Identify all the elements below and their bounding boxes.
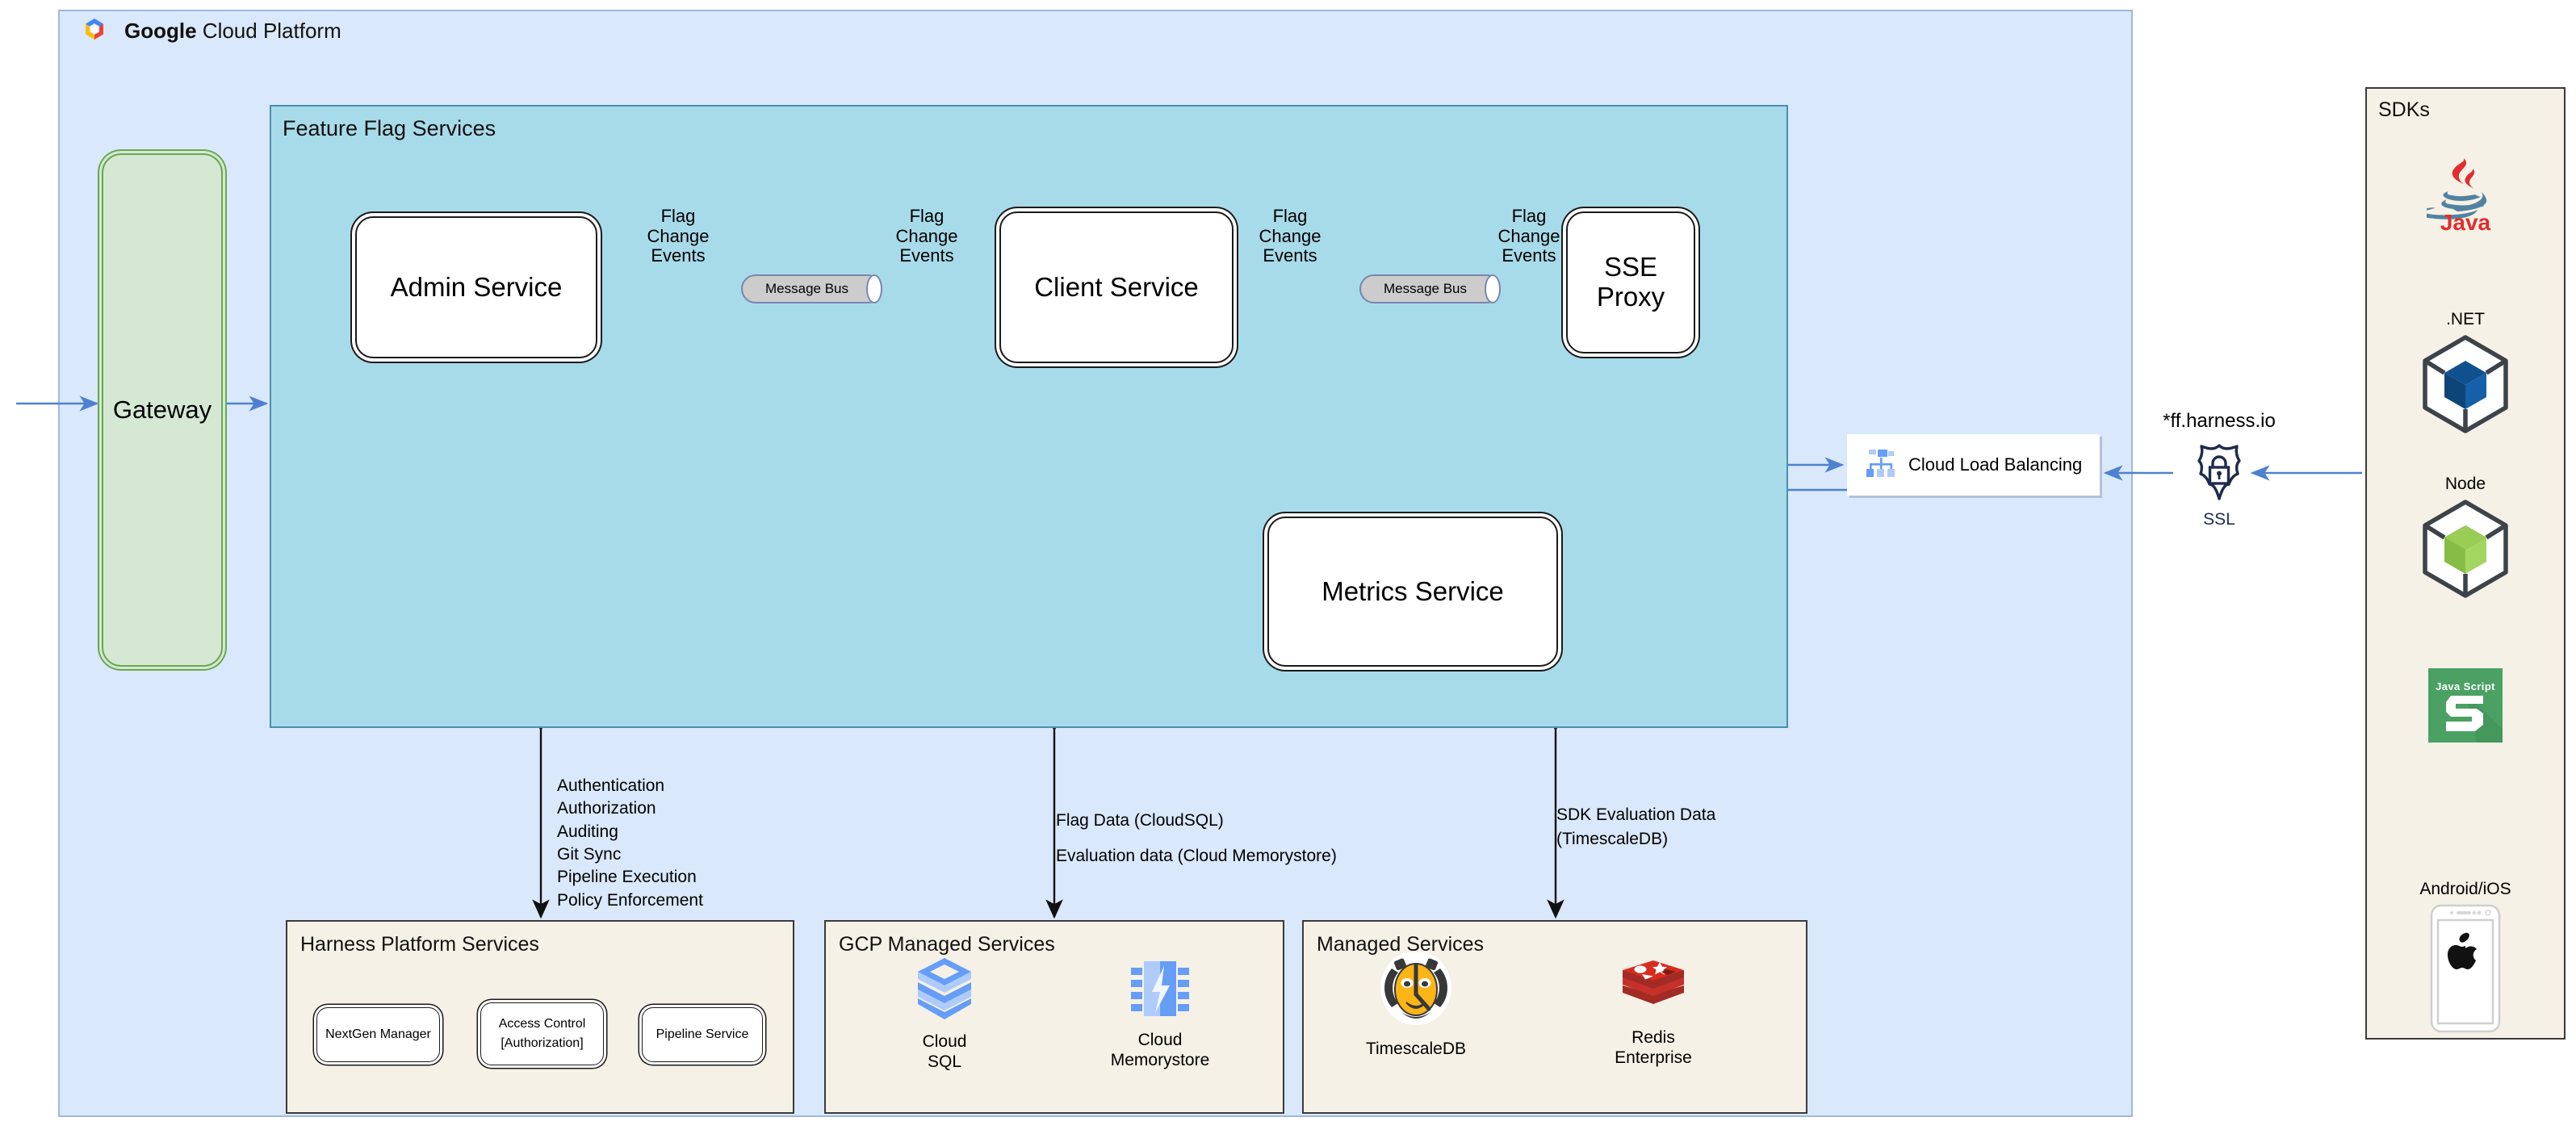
edge-label-flag-change-events-1: Flag Change Events bbox=[647, 206, 710, 266]
cloud-load-balancing-icon bbox=[1865, 449, 1897, 482]
message-bus-node-1[interactable]: Message Bus bbox=[741, 274, 882, 303]
sdk-item-java[interactable]: Java bbox=[2365, 155, 2566, 236]
sdk-mobile-label: Android/iOS bbox=[2419, 880, 2511, 898]
access-control-node[interactable]: Access Control [Authorization] bbox=[480, 1002, 604, 1065]
admin-service-node[interactable]: Admin Service bbox=[355, 216, 597, 358]
cloud-load-balancing-card[interactable]: Cloud Load Balancing bbox=[1847, 434, 2100, 496]
edge-label-flag-change-events-4: Flag Change Events bbox=[1497, 206, 1560, 266]
cloud-load-balancing-label: Cloud Load Balancing bbox=[1908, 454, 2083, 475]
metrics-service-label: Metrics Service bbox=[1322, 575, 1504, 606]
gateway-node[interactable]: Gateway bbox=[102, 153, 223, 667]
sse-proxy-node[interactable]: SSE Proxy bbox=[1566, 211, 1695, 354]
admin-service-label: Admin Service bbox=[390, 271, 563, 302]
feature-flag-services-panel bbox=[270, 105, 1788, 728]
annotation-platform-services: Authentication Authorization Auditing Gi… bbox=[557, 776, 703, 910]
gcp-managed-services-panel: GCP Managed Services bbox=[824, 920, 1284, 1114]
nextgen-manager-label: NextGen Manager bbox=[325, 1027, 431, 1041]
client-service-label: Client Service bbox=[1034, 271, 1199, 302]
gcp-managed-services-title: GCP Managed Services bbox=[839, 933, 1055, 956]
sdk-item-android-ios[interactable]: Android/iOS bbox=[2365, 880, 2566, 1037]
sse-proxy-label: SSE Proxy bbox=[1596, 252, 1665, 312]
pipeline-service-node[interactable]: Pipeline Service bbox=[642, 1007, 763, 1062]
harness-platform-services-title: Harness Platform Services bbox=[300, 933, 539, 956]
cloud-sql-icon bbox=[915, 956, 974, 1027]
mobile-phone-apple-icon bbox=[2430, 904, 2501, 1037]
timescaledb-tiger-icon bbox=[1379, 951, 1453, 1034]
ff-harness-domain-label: *ff.harness.io bbox=[2163, 410, 2276, 432]
edge-label-flag-change-events-3: Flag Change Events bbox=[1259, 206, 1322, 266]
gcp-title: Google Cloud Platform bbox=[124, 19, 341, 44]
client-service-node[interactable]: Client Service bbox=[999, 211, 1234, 363]
cloud-memorystore-icon bbox=[1128, 956, 1192, 1025]
managed-services-panel: Managed Services bbox=[1302, 920, 1807, 1114]
timescaledb-label: TimescaleDB bbox=[1365, 1040, 1467, 1058]
edge-label-flag-change-events-2: Flag Change Events bbox=[895, 206, 958, 266]
cloud-memorystore-tile[interactable]: Cloud Memorystore bbox=[1108, 956, 1213, 1070]
sdk-item-node[interactable]: Node bbox=[2365, 475, 2566, 603]
gcp-title-brand: Google bbox=[124, 19, 197, 43]
nextgen-manager-node[interactable]: NextGen Manager bbox=[316, 1007, 440, 1062]
message-bus-node-2[interactable]: Message Bus bbox=[1359, 274, 1501, 303]
node-cube-icon bbox=[2420, 499, 2511, 603]
redis-enterprise-label: Redis Enterprise bbox=[1615, 1028, 1692, 1068]
gcp-title-rest: Cloud Platform bbox=[196, 19, 341, 43]
java-icon: Java bbox=[2416, 155, 2504, 236]
javascript-icon: Java Script bbox=[2428, 668, 2503, 743]
redis-stack-icon bbox=[1619, 959, 1687, 1023]
metrics-service-node[interactable]: Metrics Service bbox=[1267, 517, 1558, 667]
sdk-item-dotnet[interactable]: .NET bbox=[2365, 310, 2566, 438]
gcp-header: Google Cloud Platform bbox=[82, 18, 341, 44]
dotnet-cube-icon bbox=[2420, 334, 2511, 438]
google-cloud-logo-icon bbox=[82, 18, 107, 44]
gateway-label: Gateway bbox=[112, 395, 212, 424]
cloud-sql-label: Cloud SQL bbox=[922, 1032, 967, 1072]
managed-services-title: Managed Services bbox=[1317, 933, 1485, 956]
ssl-shield-lock-icon bbox=[2192, 442, 2247, 506]
sdk-dotnet-label: .NET bbox=[2446, 310, 2485, 328]
redis-enterprise-tile[interactable]: Redis Enterprise bbox=[1597, 959, 1710, 1068]
message-bus-label-2: Message Bus bbox=[1384, 281, 1467, 296]
ssl-label: SSL bbox=[2203, 510, 2235, 529]
feature-flag-services-title: Feature Flag Services bbox=[283, 116, 496, 140]
annotation-sdk-evaluation-data: SDK Evaluation Data (TimescaleDB) bbox=[1556, 805, 1716, 849]
pipeline-service-label: Pipeline Service bbox=[656, 1027, 749, 1041]
sdks-title: SDKs bbox=[2378, 98, 2430, 121]
annotation-flag-data: Flag Data (CloudSQL) Evaluation data (Cl… bbox=[1056, 811, 1337, 866]
message-bus-label-1: Message Bus bbox=[765, 281, 848, 296]
javascript-tile-text: Java Script bbox=[2436, 680, 2495, 692]
timescaledb-tile[interactable]: TimescaleDB bbox=[1359, 951, 1472, 1059]
sdk-item-javascript[interactable]: Java Script bbox=[2365, 668, 2566, 743]
access-control-label: Access Control [Authorization] bbox=[498, 1017, 586, 1050]
cloud-memorystore-label: Cloud Memorystore bbox=[1110, 1031, 1210, 1070]
cylinder-cap-icon bbox=[1485, 274, 1501, 303]
sdk-node-label: Node bbox=[2444, 475, 2486, 493]
svg-text:Java: Java bbox=[2440, 210, 2491, 232]
cloud-sql-tile[interactable]: Cloud SQL bbox=[896, 956, 993, 1072]
cylinder-cap-icon bbox=[866, 274, 882, 303]
